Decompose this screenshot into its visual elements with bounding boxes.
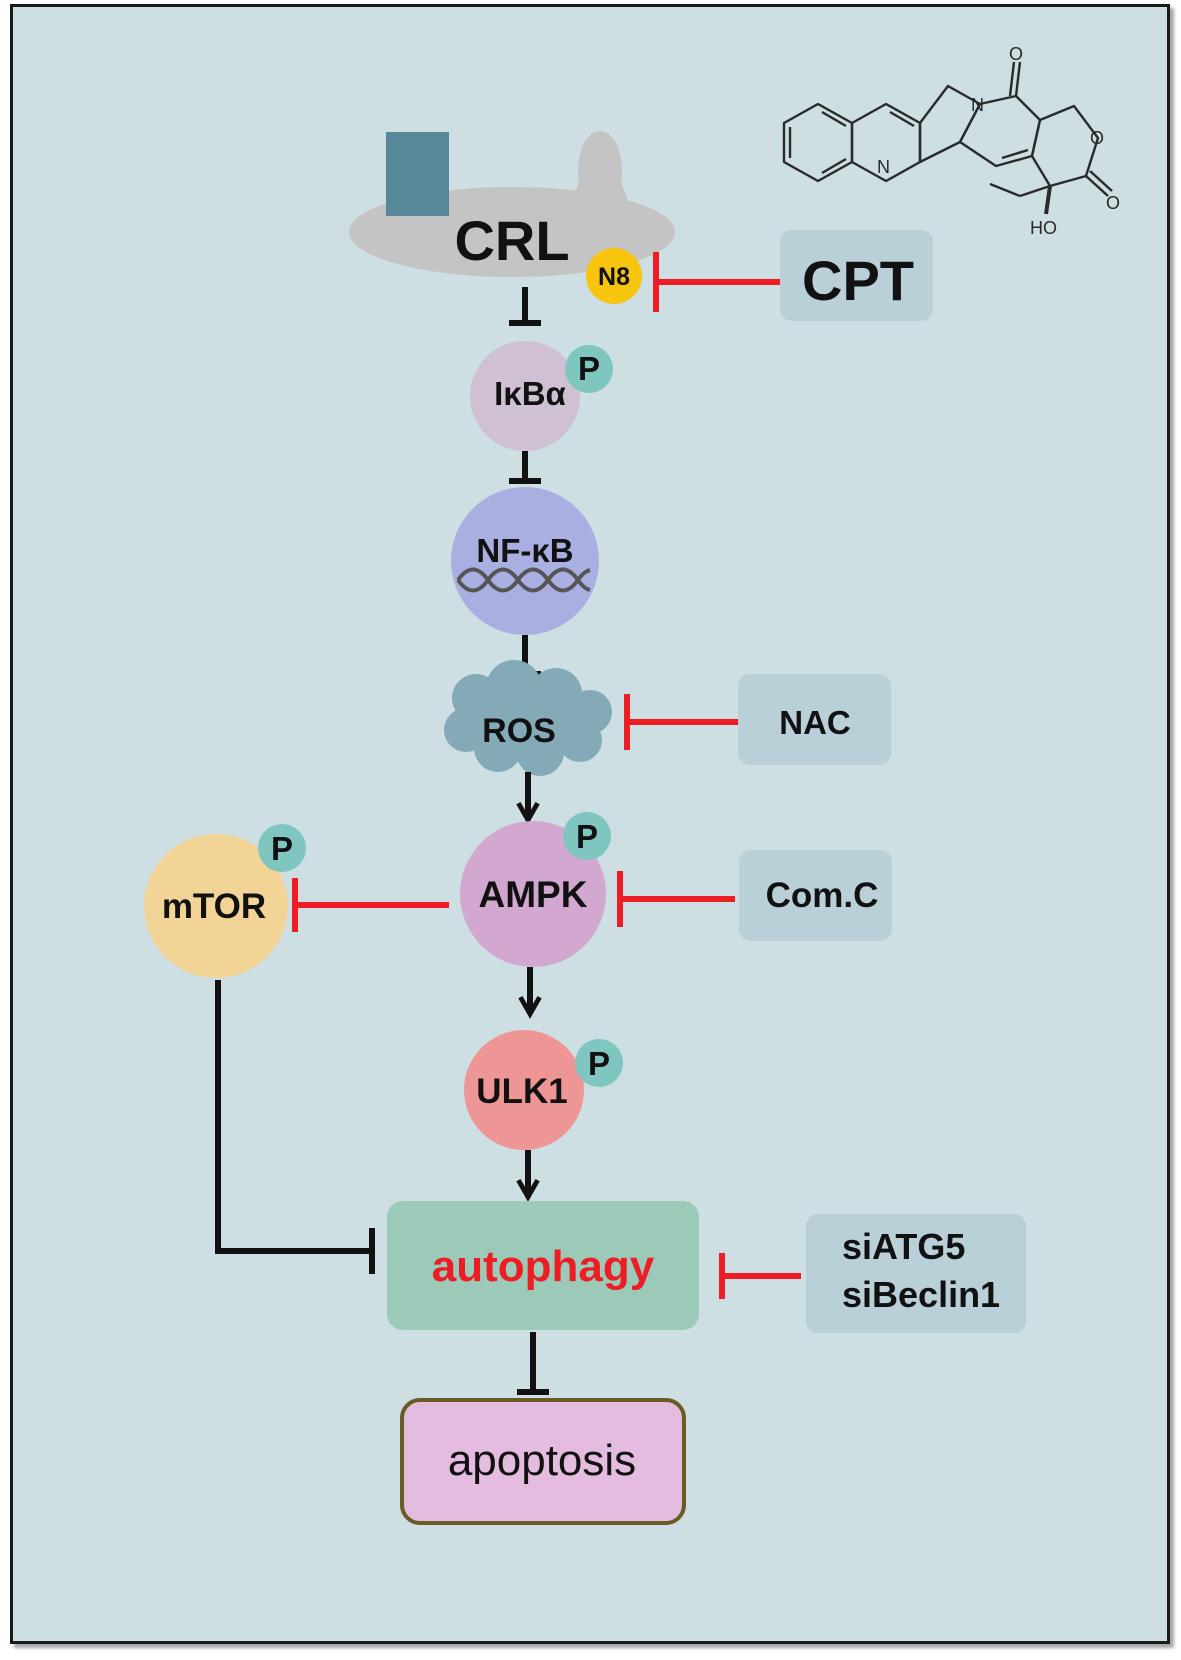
cpt-group: CPT: [653, 230, 933, 321]
apoptosis-node: apoptosis: [400, 1398, 686, 1525]
ampk-phospho-label: P: [576, 818, 598, 855]
comc-box: [739, 850, 892, 941]
mtor-label: mTOR: [162, 887, 266, 926]
mtor-circle: [144, 834, 288, 978]
ros-cloud-icon: [444, 660, 612, 776]
nac-group: NAC: [624, 674, 891, 765]
nfkb-circle: [451, 487, 599, 635]
atom-o1: O: [1009, 44, 1023, 64]
ros-node: ROS: [444, 660, 612, 776]
cpt-label: CPT: [802, 249, 914, 312]
n8-circle: [586, 248, 642, 304]
ampk-label: AMPK: [479, 874, 588, 915]
ikba-nfkb-inhibit: [509, 451, 541, 484]
sibeclin1-label: siBeclin1: [842, 1274, 1000, 1315]
comc-group: Com.C: [617, 850, 892, 941]
ulk1-label: ULK1: [476, 1072, 567, 1111]
crl-ikba-inhibit: [509, 287, 541, 326]
camptothecin-structure-icon: [782, 61, 1113, 215]
atom-n1: N: [877, 157, 890, 177]
autophagy-node: autophagy: [387, 1201, 699, 1330]
atom-ho: HO: [1030, 218, 1057, 238]
sirna-box: [806, 1214, 1026, 1333]
crl-label: CRL: [454, 209, 569, 272]
nac-label: NAC: [779, 704, 851, 741]
crl-lobe-neck: [572, 180, 628, 200]
ulk1-node: ULK1 P: [464, 1030, 623, 1150]
ulk1-circle: [464, 1030, 584, 1150]
ikba-node: IκBα P: [470, 341, 613, 451]
nfkb-label: NF-κB: [476, 532, 573, 569]
ulk1-phospho-circle: [575, 1039, 623, 1087]
nac-box: [738, 674, 891, 765]
autophagy-apoptosis-inhibit: [517, 1332, 549, 1395]
autophagy-label: autophagy: [432, 1242, 655, 1291]
ampk-mtor-inhibit: [292, 878, 449, 932]
dna-helix-icon: [456, 567, 591, 593]
n8-label: N8: [598, 263, 630, 291]
ampk-node: AMPK P: [460, 812, 611, 967]
sirna-group: siATG5 siBeclin1: [719, 1214, 1026, 1333]
ikba-phospho-label: P: [578, 350, 600, 387]
ikba-label: IκBα: [494, 375, 566, 412]
atom-o3: O: [1106, 193, 1120, 213]
apoptosis-label: apoptosis: [448, 1436, 636, 1485]
crl-complex: CRL N8: [349, 131, 675, 304]
ampk-circle: [460, 821, 606, 967]
cpt-box: [780, 230, 933, 321]
autophagy-box: [387, 1201, 699, 1330]
camptothecin-atom-labels: N N O O O HO: [877, 44, 1120, 238]
mtor-phospho-label: P: [271, 830, 293, 867]
atom-o2: O: [1090, 128, 1104, 148]
nfkb-node: NF-κB: [451, 487, 599, 635]
mtor-node: mTOR P: [144, 824, 306, 978]
ampk-phospho-circle: [563, 812, 611, 860]
ros-label: ROS: [482, 712, 556, 750]
ikba-phospho-circle: [565, 345, 613, 393]
crl-substrate-block: [386, 132, 449, 216]
ikba-circle: [470, 341, 580, 451]
apoptosis-box: [400, 1398, 686, 1525]
mtor-autophagy-inhibit: [215, 980, 375, 1274]
mtor-phospho-circle: [258, 824, 306, 872]
ulk1-phospho-label: P: [588, 1045, 610, 1082]
comc-label: Com.C: [766, 876, 879, 915]
atom-n2: N: [971, 95, 984, 115]
siatg5-label: siATG5: [842, 1226, 965, 1267]
